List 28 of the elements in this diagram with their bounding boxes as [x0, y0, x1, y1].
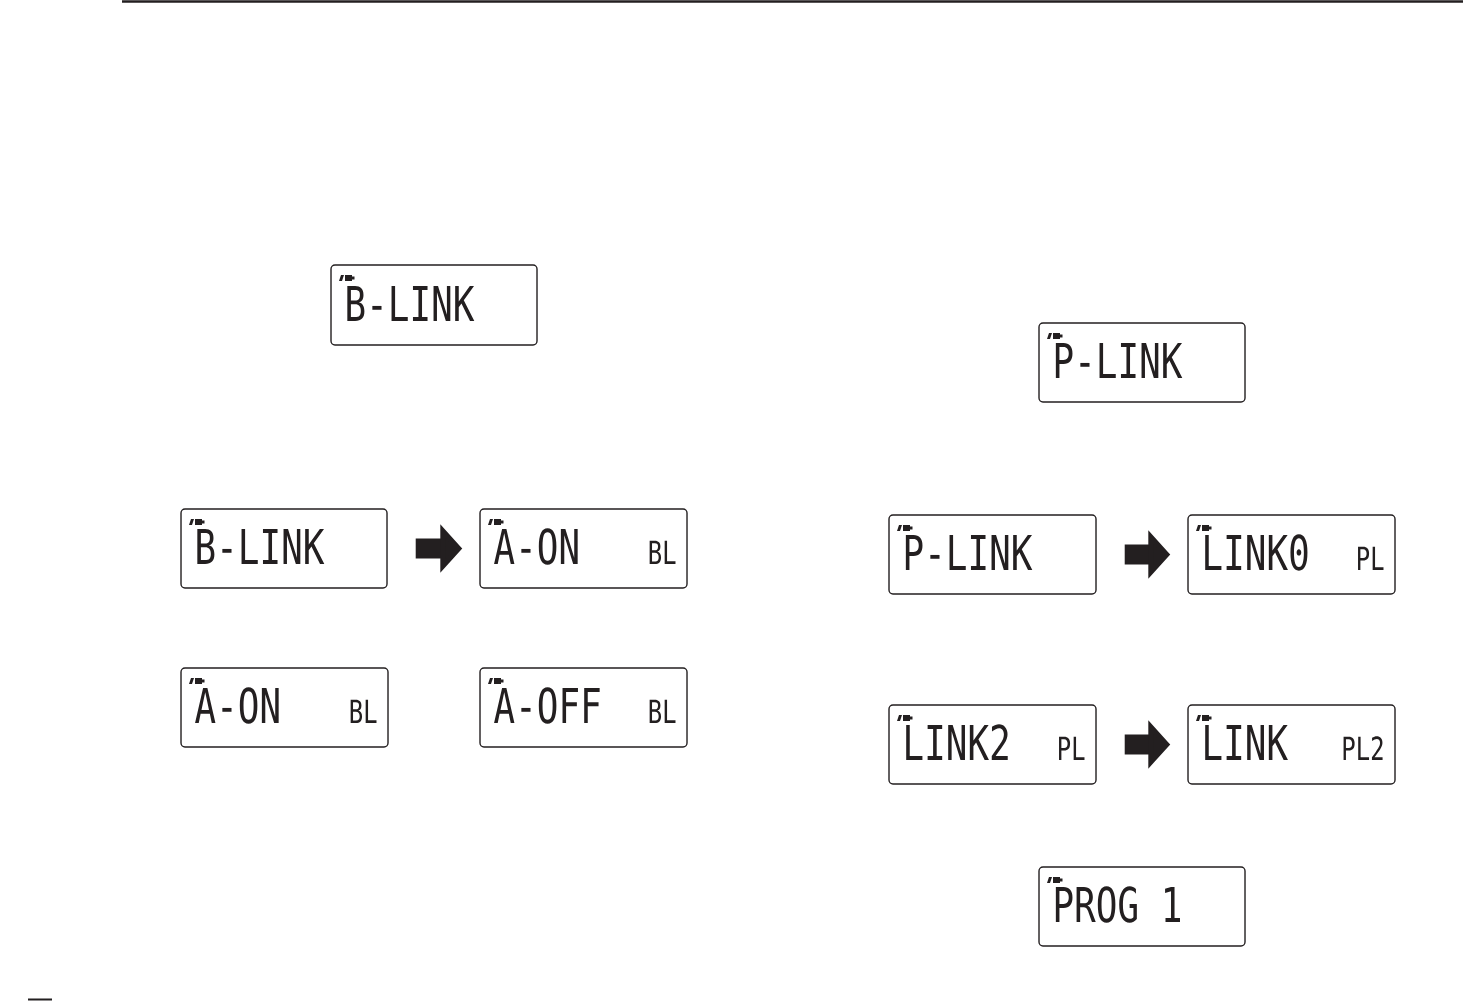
display-text: B-LINK: [197, 529, 325, 564]
lcd-display: [1038, 322, 1246, 403]
lcd-display: [180, 667, 389, 748]
lcd-display: [330, 264, 538, 346]
display-text: LINK: [1205, 725, 1288, 760]
display-text: B-LINK: [347, 286, 475, 321]
mode-indicator: PL2: [1343, 736, 1383, 760]
lcd-display: [479, 508, 688, 589]
display-text: PROG 1: [1055, 886, 1180, 923]
lcd-display: [888, 704, 1097, 785]
lcd-display: [1038, 866, 1246, 947]
mode-indicator: BL: [649, 540, 676, 564]
display-text: LINK2: [906, 724, 1008, 760]
lcd-display: [180, 508, 388, 589]
display-text: A-ON: [195, 687, 279, 724]
lcd-display: [888, 514, 1097, 595]
lcd-display: [1187, 514, 1396, 595]
display-text: P-LINK: [1055, 343, 1183, 378]
display-text: P-LINK: [905, 535, 1033, 570]
display-text: A-ON: [494, 528, 578, 565]
display-text: LINK0: [1205, 534, 1308, 571]
mode-indicator: PL: [1059, 736, 1085, 760]
mode-indicator: PL: [1358, 546, 1384, 570]
mode-indicator: BL: [649, 699, 676, 723]
lcd-display: [479, 667, 688, 748]
mode-indicator: BL: [350, 699, 377, 723]
lcd-display: [1187, 704, 1396, 785]
display-text: A-OFF: [494, 687, 600, 724]
